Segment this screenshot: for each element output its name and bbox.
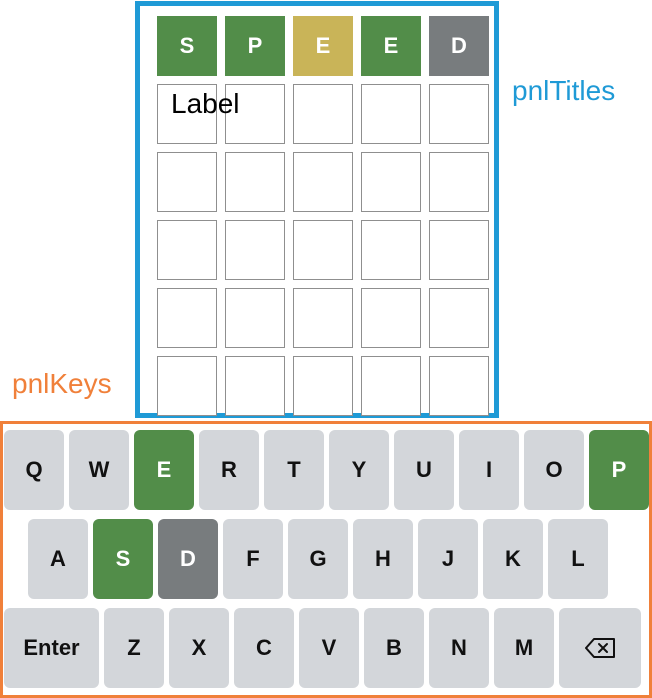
key-o-key[interactable]: O	[524, 430, 584, 510]
empty-tile	[157, 288, 217, 348]
empty-tile	[157, 152, 217, 212]
title-tile: E	[293, 16, 353, 76]
empty-tile	[429, 288, 489, 348]
empty-tile	[293, 220, 353, 280]
key-d-key[interactable]: D	[158, 519, 218, 599]
empty-tile	[225, 288, 285, 348]
empty-tile	[293, 84, 353, 144]
key-g-key[interactable]: G	[288, 519, 348, 599]
empty-tile	[429, 152, 489, 212]
empty-tile	[361, 220, 421, 280]
title-tile: P	[225, 16, 285, 76]
keys-panel-label: pnlKeys	[12, 368, 112, 399]
key-c-key[interactable]: C	[234, 608, 294, 688]
empty-tile	[429, 84, 489, 144]
backspace-key[interactable]	[559, 608, 641, 688]
key-s-key[interactable]: S	[93, 519, 153, 599]
empty-tile	[293, 152, 353, 212]
empty-tile	[361, 84, 421, 144]
empty-tile	[293, 288, 353, 348]
key-i-key[interactable]: I	[459, 430, 519, 510]
keys-panel	[0, 421, 652, 698]
key-b-key[interactable]: B	[364, 608, 424, 688]
empty-tile	[157, 356, 217, 416]
title-tile: E	[361, 16, 421, 76]
grid-label-control: Label	[171, 88, 240, 119]
key-p-key[interactable]: P	[589, 430, 649, 510]
titles-panel-label: pnlTitles	[512, 75, 616, 106]
empty-tile	[225, 84, 285, 144]
key-q-key[interactable]: Q	[4, 430, 64, 510]
key-y-key[interactable]: Y	[329, 430, 389, 510]
key-j-key[interactable]: J	[418, 519, 478, 599]
empty-tile	[157, 84, 217, 144]
key-t-key[interactable]: T	[264, 430, 324, 510]
key-m-key[interactable]: M	[494, 608, 554, 688]
title-tile: D	[429, 16, 489, 76]
enter-key[interactable]: Enter	[4, 608, 99, 688]
empty-tile	[225, 152, 285, 212]
key-n-key[interactable]: N	[429, 608, 489, 688]
backspace-icon	[585, 638, 615, 658]
empty-tile	[361, 152, 421, 212]
key-h-key[interactable]: H	[353, 519, 413, 599]
empty-tile	[293, 356, 353, 416]
key-f-key[interactable]: F	[223, 519, 283, 599]
empty-tile	[225, 356, 285, 416]
empty-tile	[361, 356, 421, 416]
empty-tile	[361, 288, 421, 348]
key-a-key[interactable]: A	[28, 519, 88, 599]
key-k-key[interactable]: K	[483, 519, 543, 599]
key-e-key[interactable]: E	[134, 430, 194, 510]
key-v-key[interactable]: V	[299, 608, 359, 688]
key-u-key[interactable]: U	[394, 430, 454, 510]
empty-tile	[225, 220, 285, 280]
title-tile: S	[157, 16, 217, 76]
key-x-key[interactable]: X	[169, 608, 229, 688]
key-z-key[interactable]: Z	[104, 608, 164, 688]
key-r-key[interactable]: R	[199, 430, 259, 510]
empty-tile	[429, 356, 489, 416]
key-w-key[interactable]: W	[69, 430, 129, 510]
key-l-key[interactable]: L	[548, 519, 608, 599]
empty-tile	[157, 220, 217, 280]
empty-tile	[429, 220, 489, 280]
